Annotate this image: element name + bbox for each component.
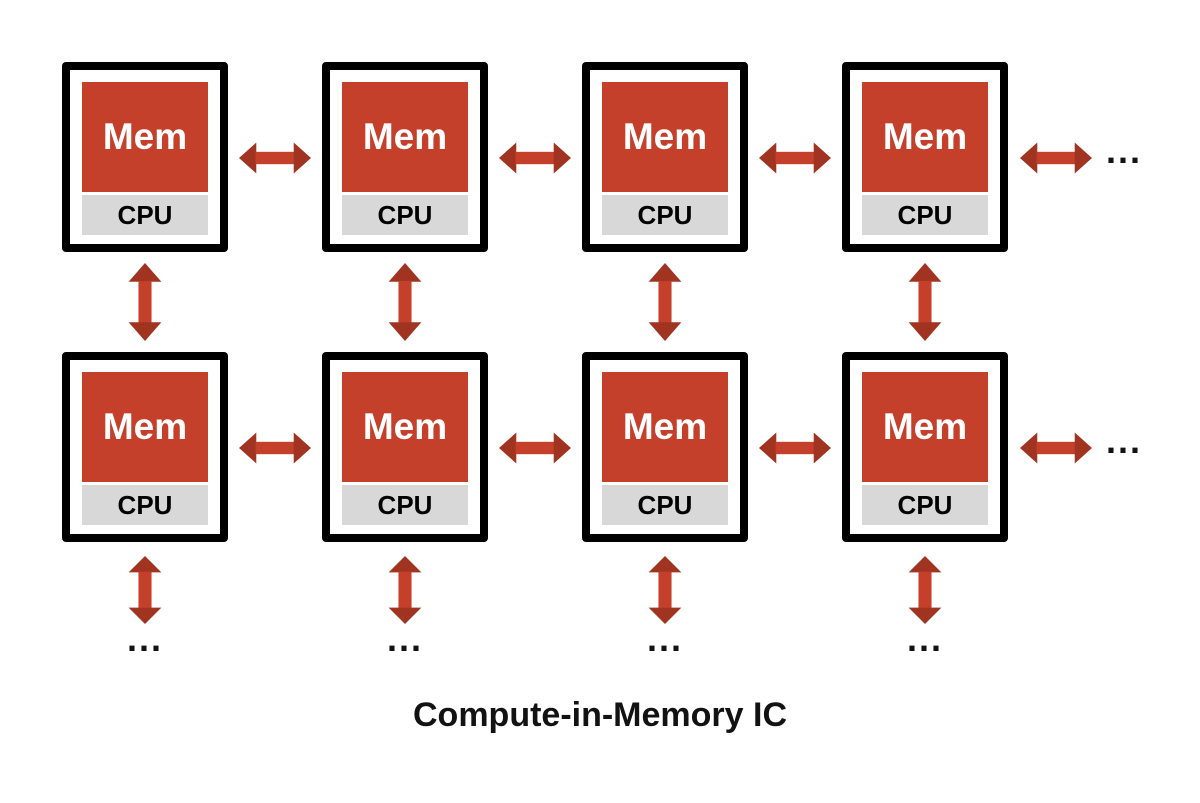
chip-node: Mem CPU [582,352,748,542]
vertical-link-arrow-icon [648,263,682,341]
ellipsis-continuation: ... [646,618,683,659]
cpu-label: CPU [377,199,433,230]
horizontal-link-arrow-icon [499,432,571,464]
mem-block: Mem [342,82,468,192]
vertical-link-arrow-icon [648,556,682,624]
mem-block: Mem [82,372,208,482]
horizontal-link-arrow-icon [759,142,831,174]
mem-label: Mem [362,116,448,157]
chip-node: Mem CPU [322,352,488,542]
vertical-link-arrow-icon [128,263,162,341]
chip-node: Mem CPU [62,62,228,252]
mem-label: Mem [102,116,188,157]
chip-node: Mem CPU [842,352,1008,542]
cpu-label: CPU [117,489,173,520]
mem-label: Mem [362,406,448,447]
horizontal-link-arrow-icon [239,142,311,174]
cpu-label: CPU [897,199,953,230]
vertical-link-arrow-icon [128,556,162,624]
ellipsis-continuation: ... [1106,420,1143,461]
mem-block: Mem [862,82,988,192]
mem-label: Mem [622,406,708,447]
vertical-link-arrow-icon [908,263,942,341]
mem-block: Mem [602,372,728,482]
cpu-block: CPU [862,485,988,525]
ellipsis-continuation: ... [1106,130,1143,171]
chip-node: Mem CPU [842,62,1008,252]
cpu-block: CPU [602,485,728,525]
cpu-label: CPU [897,489,953,520]
cpu-label: CPU [637,199,693,230]
cpu-block: CPU [82,485,208,525]
horizontal-link-arrow-icon [239,432,311,464]
mem-block: Mem [862,372,988,482]
cpu-block: CPU [862,195,988,235]
chip-node: Mem CPU [62,352,228,542]
mem-block: Mem [602,82,728,192]
cpu-block: CPU [602,195,728,235]
cpu-label: CPU [377,489,433,520]
mem-label: Mem [622,116,708,157]
chip-node: Mem CPU [322,62,488,252]
cpu-block: CPU [342,485,468,525]
vertical-link-arrow-icon [388,556,422,624]
horizontal-link-arrow-icon [759,432,831,464]
ellipsis-continuation: ... [906,618,943,659]
ellipsis-continuation: ... [126,618,163,659]
cpu-label: CPU [637,489,693,520]
vertical-link-arrow-icon [908,556,942,624]
cpu-label: CPU [117,199,173,230]
diagram-title: Compute-in-Memory IC [413,696,787,734]
chip-node: Mem CPU [582,62,748,252]
mem-label: Mem [882,116,968,157]
cpu-block: CPU [342,195,468,235]
mem-label: Mem [882,406,968,447]
ellipsis-continuation: ... [386,618,423,659]
mem-block: Mem [342,372,468,482]
cpu-block: CPU [82,195,208,235]
mem-block: Mem [82,82,208,192]
mem-label: Mem [102,406,188,447]
horizontal-link-arrow-icon [1020,142,1092,174]
horizontal-link-arrow-icon [1020,432,1092,464]
horizontal-link-arrow-icon [499,142,571,174]
vertical-link-arrow-icon [388,263,422,341]
